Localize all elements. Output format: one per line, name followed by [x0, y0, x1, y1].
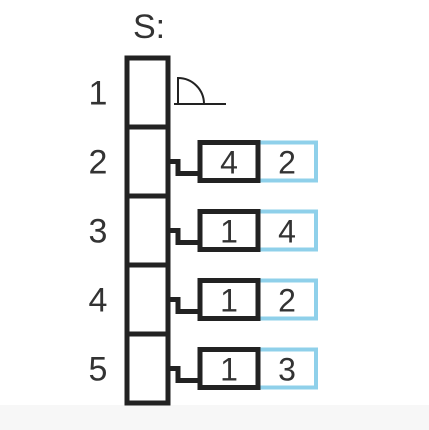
- node-next-field: [256, 209, 318, 252]
- node-second-value: 4: [278, 214, 296, 250]
- row-index-label: 3: [89, 213, 108, 251]
- node-key-field: [197, 347, 261, 390]
- bottom-band: [0, 405, 429, 430]
- list-link-line: [168, 297, 200, 314]
- array-cell: [124, 331, 171, 406]
- row-index-label: 4: [89, 282, 108, 320]
- node-key-value: 1: [220, 352, 238, 388]
- node-key-field: [197, 278, 261, 321]
- node-key-field: [197, 209, 261, 252]
- array-label: S:: [133, 8, 165, 46]
- list-links: 4 2 1 4 1 2 1 3: [168, 76, 318, 390]
- array-cell: [124, 262, 171, 337]
- node-key-field: [197, 140, 261, 183]
- array-cell: [124, 193, 171, 268]
- array-cell: [124, 55, 171, 130]
- node-key-value: 1: [220, 283, 238, 319]
- list-link-line: [168, 159, 200, 176]
- node-second-value: 2: [278, 283, 296, 319]
- node-key-value: 4: [220, 145, 238, 181]
- row-index-label: 1: [89, 75, 108, 113]
- node-next-field: [256, 347, 318, 390]
- array-cell: [124, 124, 171, 199]
- list-link-line: [168, 228, 200, 245]
- row-index-label: 2: [89, 144, 108, 182]
- node-second-value: 2: [278, 145, 296, 181]
- node-second-value: 3: [278, 352, 296, 388]
- row-index-label: 5: [89, 351, 108, 389]
- list-link-line: [168, 366, 200, 383]
- node-key-value: 1: [220, 214, 238, 250]
- node-next-field: [256, 140, 318, 183]
- array-cells: 1 2 3 4 5: [89, 55, 171, 406]
- nil-pointer-stem: [177, 76, 205, 105]
